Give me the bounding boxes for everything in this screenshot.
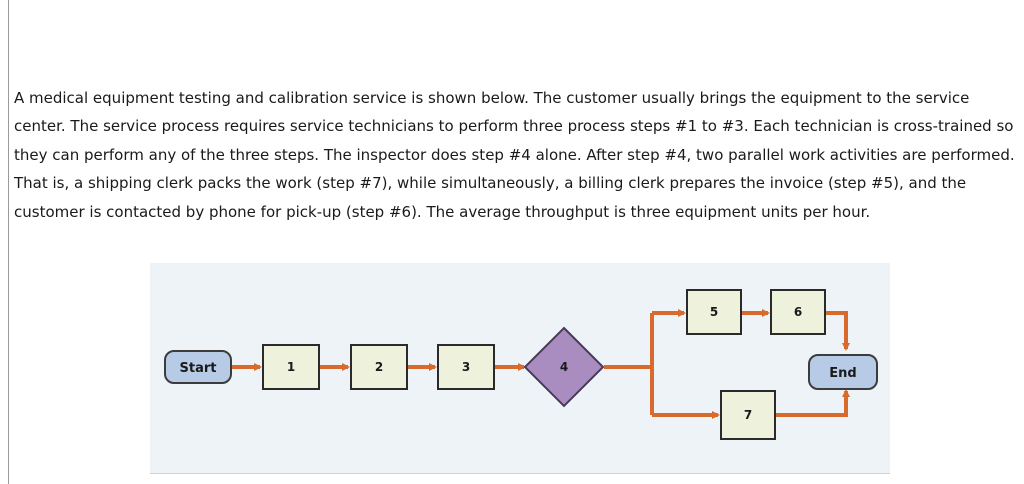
connectors (232, 309, 850, 419)
step-5-label: 5 (710, 305, 718, 319)
step-3-label: 3 (462, 360, 470, 374)
step-2-box: 2 (350, 344, 408, 390)
start-node: Start (164, 350, 232, 384)
step-6-label: 6 (794, 305, 802, 319)
step-4-label: 4 (560, 360, 568, 374)
end-label: End (829, 366, 856, 381)
step-1-label: 1 (287, 360, 295, 374)
connector-7-to-end (776, 389, 850, 417)
process-flow-svg: Start 1 2 3 4 5 6 (164, 289, 878, 440)
problem-statement: A medical equipment testing and calibrat… (14, 89, 1015, 221)
connector-6-to-end (826, 311, 850, 351)
step-4-diamond: 4 (523, 326, 605, 408)
step-5-box: 5 (686, 289, 742, 335)
end-node: End (808, 354, 878, 390)
step-6-box: 6 (770, 289, 826, 335)
left-border-rule (8, 0, 9, 484)
start-label: Start (180, 361, 217, 376)
step-2-label: 2 (375, 360, 383, 374)
process-flow-diagram: Start 1 2 3 4 5 6 (150, 263, 890, 474)
step-1-box: 1 (262, 344, 320, 390)
step-7-box: 7 (720, 390, 776, 440)
step-7-label: 7 (744, 408, 752, 422)
step-3-box: 3 (437, 344, 495, 390)
